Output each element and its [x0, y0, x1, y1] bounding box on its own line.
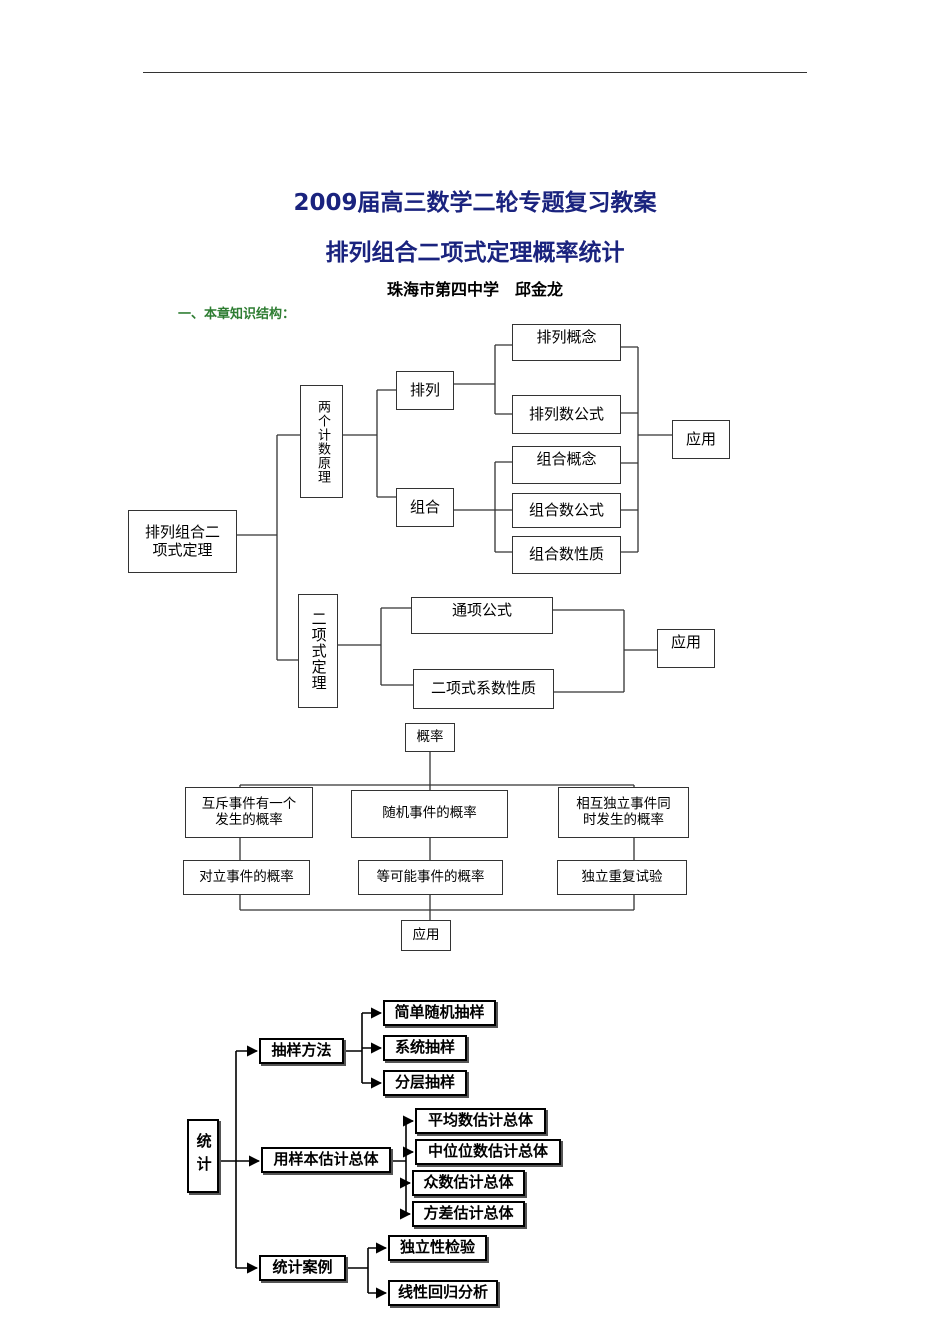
section-heading: 一、本章知识结构： [178, 307, 296, 322]
random-event-node: 随机事件的概率 [351, 790, 508, 838]
statistics-root-label: 统计 [194, 1133, 213, 1179]
probability-root-node: 概率 [405, 723, 455, 752]
systematic-sampling-node: 系统抽样 [383, 1035, 467, 1061]
apply-node-2: 应用 [657, 629, 715, 668]
sample-estimate-node: 用样本估计总体 [261, 1147, 391, 1173]
apply-node-1: 应用 [672, 420, 730, 459]
mean-estimate-node: 平均数估计总体 [415, 1108, 546, 1134]
permutation-node: 排列 [396, 371, 454, 410]
binomial-theorem-node: 二项式定理 [298, 594, 338, 708]
mutex-event-node: 互斥事件有一个发生的概率 [185, 787, 313, 838]
median-estimate-node: 中位位数估计总体 [415, 1139, 561, 1165]
comb-property-node: 组合数性质 [512, 536, 621, 574]
document-subtitle: 排列组合二项式定理概率统计 [325, 240, 625, 266]
opposite-event-node: 对立事件的概率 [183, 860, 310, 895]
independence-test-node: 独立性检验 [388, 1235, 487, 1261]
independent-repeat-node: 独立重复试验 [557, 860, 687, 895]
author-line: 珠海市第四中学 邱金龙 [386, 280, 563, 299]
statistics-cases-node: 统计案例 [259, 1255, 346, 1281]
comb-concept-node: 组合概念 [512, 446, 621, 484]
perm-formula-node: 排列数公式 [512, 395, 621, 434]
statistics-root-node: 统计 [187, 1119, 219, 1193]
mode-estimate-node: 众数估计总体 [412, 1170, 525, 1196]
sampling-methods-node: 抽样方法 [259, 1038, 344, 1064]
variance-estimate-node: 方差估计总体 [412, 1201, 525, 1227]
counting-principles-node: 两个计数原理 [300, 385, 343, 498]
perm-concept-node: 排列概念 [512, 324, 621, 361]
header-rule [143, 72, 807, 73]
comb-formula-node: 组合数公式 [512, 493, 621, 528]
equal-likelihood-node: 等可能事件的概率 [358, 860, 503, 895]
general-term-node: 通项公式 [411, 597, 553, 634]
document-title: 2009届高三数学二轮专题复习教案 [293, 190, 657, 216]
root-node-permutation-binomial: 排列组合二项式定理 [128, 510, 237, 573]
combination-node: 组合 [396, 488, 454, 527]
independent-event-node: 相互独立事件同时发生的概率 [558, 787, 689, 838]
stratified-sampling-node: 分层抽样 [383, 1070, 467, 1096]
binomial-coef-property-node: 二项式系数性质 [413, 669, 554, 709]
linear-regression-node: 线性回归分析 [388, 1280, 498, 1306]
probability-apply-node: 应用 [401, 920, 451, 951]
simple-random-sampling-node: 简单随机抽样 [383, 1000, 496, 1026]
